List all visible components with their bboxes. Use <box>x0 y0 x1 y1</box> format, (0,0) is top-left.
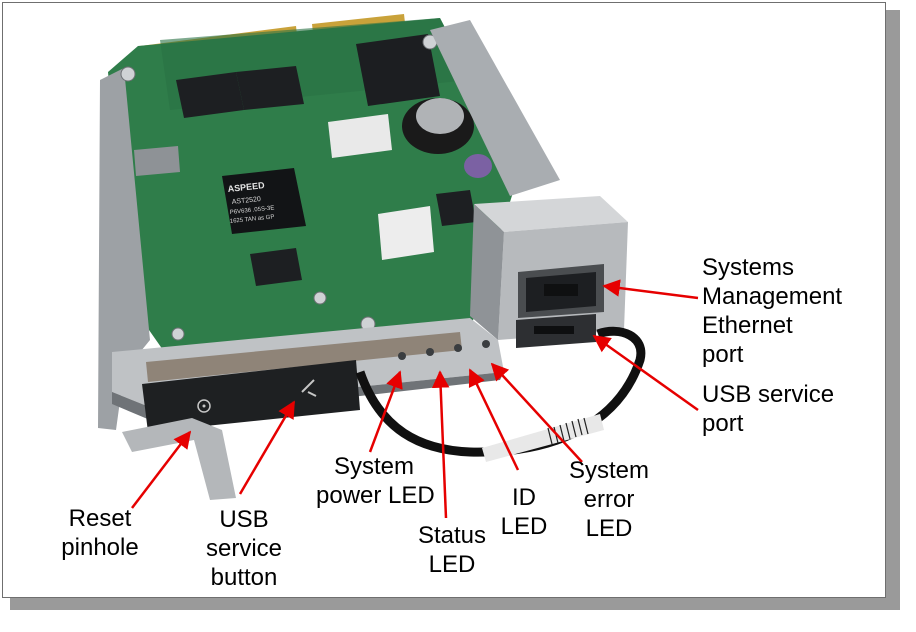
status-led <box>426 348 434 356</box>
label-line: service <box>205 535 283 562</box>
label-usb-service-button: USB service button <box>196 505 292 592</box>
label-systems-mgmt-port: Systems Management Ethernet port <box>702 253 842 369</box>
id-led <box>454 344 462 352</box>
memory-chip <box>176 72 244 118</box>
label-line: LED <box>428 551 476 578</box>
label-usb-service-port: USB service port <box>702 380 834 438</box>
arrow-id-led <box>468 368 520 471</box>
label-line: ID <box>512 484 536 511</box>
chip-model: AST2520 <box>231 196 261 206</box>
small-chip <box>250 248 302 286</box>
label-line: USB <box>219 506 269 533</box>
label-line: USB service <box>702 381 835 408</box>
usb-service-button[interactable] <box>301 379 317 397</box>
sd-slot <box>134 146 180 176</box>
label-id-led: ID LED <box>496 483 552 541</box>
capacitor <box>464 154 492 178</box>
screw <box>313 291 327 305</box>
chip-brand: ASPEED <box>227 180 265 194</box>
small-chip <box>436 190 476 226</box>
label-line: Status <box>417 522 487 549</box>
side-rail <box>98 68 150 430</box>
label-system-error-led: System error LED <box>560 456 658 543</box>
chip-line3: 1625 TAN as GP <box>230 214 275 225</box>
arrow-system-error-led <box>490 362 583 463</box>
label-reset-pinhole: Reset pinhole <box>48 504 152 562</box>
label-line: error <box>583 486 635 513</box>
arrow-usb-service-button <box>238 400 296 495</box>
label-line: Reset <box>68 505 132 532</box>
system-error-led <box>482 340 490 348</box>
memory-chip <box>236 66 304 110</box>
system-power-led <box>398 352 406 360</box>
arrow-status-led <box>431 370 450 519</box>
label-line: LED <box>500 513 548 540</box>
screw <box>120 66 136 82</box>
label-line: Systems <box>702 254 795 281</box>
arrow-reset-pinhole <box>131 430 192 509</box>
port-housing <box>474 196 628 232</box>
label-line: power LED <box>316 482 435 509</box>
label-line: System <box>333 453 414 480</box>
label-line: port <box>702 410 744 437</box>
label-sticker <box>378 206 434 260</box>
chip-line2: P6V636 .05S-3E <box>230 205 275 216</box>
label-sticker <box>328 114 392 158</box>
side-wall <box>430 20 560 196</box>
screw <box>171 327 185 341</box>
label-line: port <box>702 341 744 368</box>
label-line: LED <box>585 515 633 542</box>
label-line: Management <box>702 283 843 310</box>
callout-arrows <box>131 279 699 519</box>
label-status-led: Status LED <box>410 521 494 579</box>
controller-chip <box>356 34 440 106</box>
reset-pinhole[interactable] <box>197 399 211 413</box>
label-line: pinhole <box>61 534 139 561</box>
arrow-system-power-led <box>368 370 403 453</box>
label-system-power-led: System power LED <box>316 452 435 510</box>
arrow-systems-mgmt-port <box>602 279 699 300</box>
release-lever[interactable] <box>122 418 236 500</box>
label-line: Ethernet <box>702 312 793 339</box>
arrow-usb-service-port <box>592 334 699 412</box>
bmc-chip <box>222 168 306 234</box>
label-line: button <box>210 564 278 591</box>
label-line: System <box>568 457 649 484</box>
